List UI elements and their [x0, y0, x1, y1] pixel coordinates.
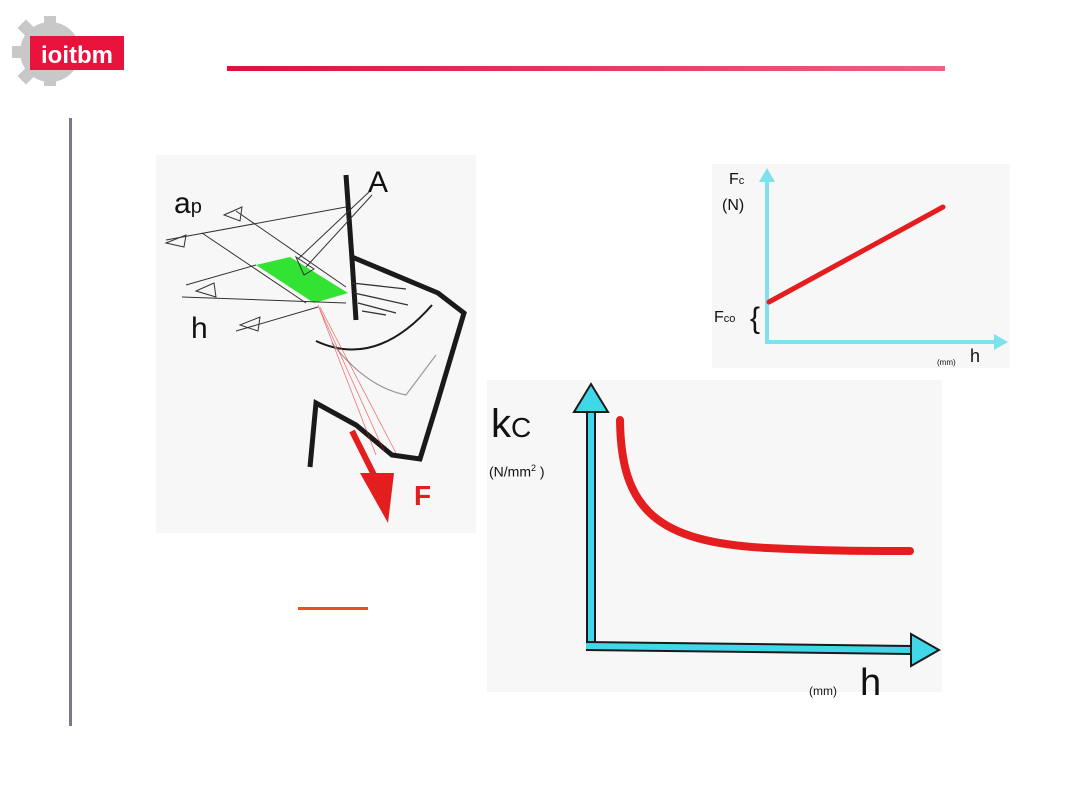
label-ap: ap [174, 187, 202, 220]
side-rule [69, 118, 72, 726]
fc-xlabel-unit: (mm) [937, 358, 956, 367]
kc-vs-h-chart: kC (N/mm2 ) (mm) h [487, 380, 942, 702]
red-dash-mark [298, 607, 368, 610]
cutting-tool-diagram: ap A h F [156, 155, 476, 533]
logo-text: ioitbm [41, 42, 113, 69]
label-h: h [191, 312, 208, 345]
fc-line [766, 204, 946, 305]
fc-ylabel-unit: (N) [722, 197, 745, 214]
label-area-a: A [368, 166, 389, 199]
kc-curve [616, 416, 914, 555]
fc-chart-plot [759, 168, 1008, 350]
title-rule [227, 66, 945, 71]
fc-xlabel: h [970, 346, 981, 366]
cutting-tool-drawing [164, 174, 467, 523]
fc-ylabel: Fc [729, 171, 745, 188]
kc-xlabel: h [860, 662, 882, 704]
kc-ylabel: kC [491, 402, 532, 446]
logo-plate [30, 36, 124, 70]
logo: ioitbm [12, 16, 124, 86]
label-force-f: F [414, 480, 432, 511]
kc-chart-plot [572, 382, 942, 668]
fc-vs-h-chart: Fc (N) Fco { (mm) h [712, 164, 1010, 368]
fc-intercept-brace: { [750, 302, 761, 335]
kc-xlabel-unit: (mm) [809, 684, 837, 698]
kc-ylabel-unit: (N/mm2 ) [489, 463, 545, 480]
fc-intercept-label: Fco [714, 309, 736, 326]
